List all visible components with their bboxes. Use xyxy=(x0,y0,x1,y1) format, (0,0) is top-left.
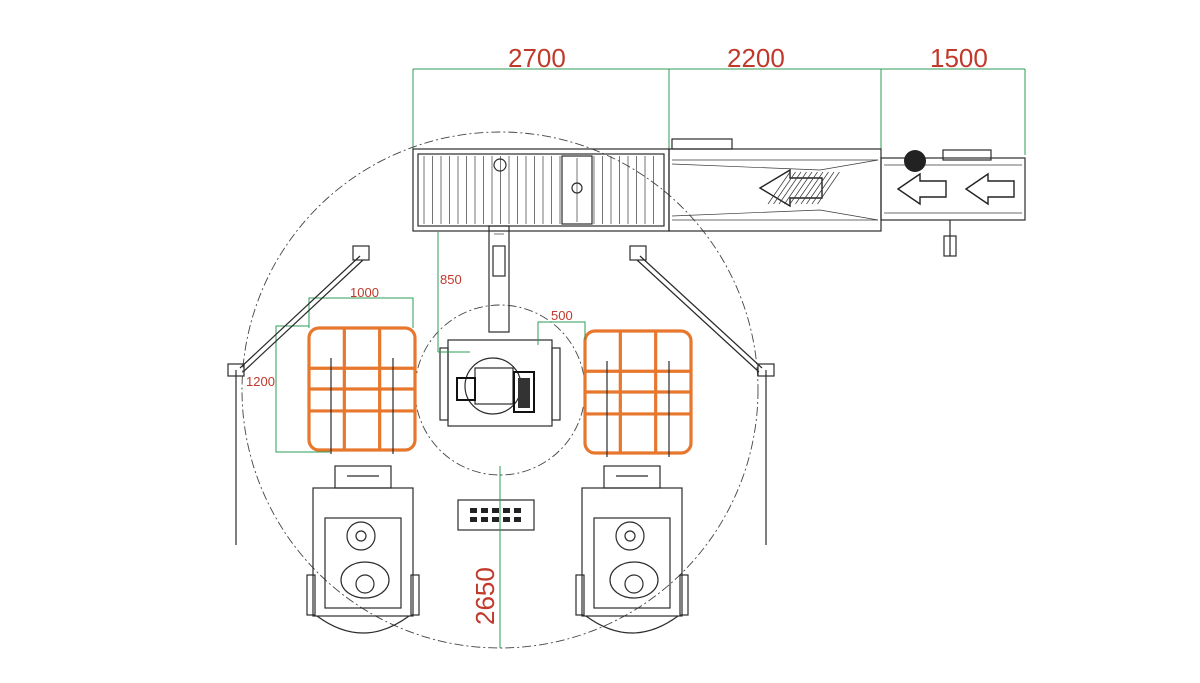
conveyor-infeed-section xyxy=(880,149,1026,257)
arrow-hatch xyxy=(817,171,840,205)
conveyor-arrow-icon xyxy=(758,168,840,208)
wheel xyxy=(410,574,420,616)
forklift-body xyxy=(581,487,683,617)
pallet-right xyxy=(583,329,693,457)
steering-wheel-icon xyxy=(615,521,645,551)
robot-reach-circle xyxy=(241,131,759,649)
panel-button xyxy=(514,508,521,513)
forklift-counterweight xyxy=(316,615,410,634)
forklift-mast xyxy=(334,465,392,489)
forklift-right xyxy=(575,465,689,634)
dim-pallet-gap: 500 xyxy=(551,308,573,323)
steering-hub xyxy=(624,530,636,542)
operator-icon xyxy=(609,561,659,599)
panel-button xyxy=(514,517,521,522)
panel-button xyxy=(503,517,510,522)
panel-button xyxy=(470,517,477,522)
pallet-dimension-lines xyxy=(275,297,586,453)
panel-button xyxy=(470,508,477,513)
wheel xyxy=(679,574,689,616)
conveyor-roller-section xyxy=(412,148,670,232)
wheel xyxy=(575,574,585,616)
conveyor-belt-section xyxy=(668,138,882,232)
steering-wheel-icon xyxy=(346,521,376,551)
arrow-hatch xyxy=(767,171,791,205)
conveyor-arrow-icon xyxy=(896,172,1015,206)
panel-button xyxy=(481,508,488,513)
robot-icon xyxy=(439,225,561,427)
light-curtain-icon xyxy=(227,245,775,545)
wheel xyxy=(306,574,316,616)
dim-pallet-width: 1000 xyxy=(350,285,379,300)
arrow-hatch xyxy=(800,171,824,205)
steering-hub xyxy=(355,530,367,542)
panel-button xyxy=(503,508,510,513)
arrow-hatch xyxy=(795,171,818,205)
operator-head xyxy=(355,574,375,594)
control-panel-icon xyxy=(457,499,535,531)
arrow-hatch xyxy=(784,171,807,205)
panel-button xyxy=(492,517,499,522)
top-dimension-lines xyxy=(412,68,1026,155)
dim-conveyor-1: 2700 xyxy=(508,43,566,73)
forklift-body xyxy=(312,487,414,617)
dim-reach-radius: 2650 xyxy=(470,567,500,625)
operator-icon xyxy=(340,561,390,599)
arrow-hatch xyxy=(773,171,796,205)
panel-button xyxy=(481,517,488,522)
forklift-counterweight xyxy=(585,615,679,634)
forklift-mast xyxy=(603,465,661,489)
arrow-hatch xyxy=(789,171,813,205)
operator-head xyxy=(624,574,644,594)
forklift-cab xyxy=(324,517,402,609)
dim-pallet-length: 1200 xyxy=(246,374,275,389)
pallet-left xyxy=(307,326,417,454)
arrow-hatch xyxy=(806,171,829,205)
forklift-cab xyxy=(593,517,671,609)
motor-icon xyxy=(904,150,926,172)
dim-conveyor-3: 1500 xyxy=(930,43,988,73)
forklift-left xyxy=(306,465,420,634)
dim-robot-conveyor: 850 xyxy=(440,272,462,287)
panel-button xyxy=(492,508,499,513)
arrow-hatch xyxy=(778,171,802,205)
arrow-hatch xyxy=(811,171,835,205)
dim-conveyor-2: 2200 xyxy=(727,43,785,73)
